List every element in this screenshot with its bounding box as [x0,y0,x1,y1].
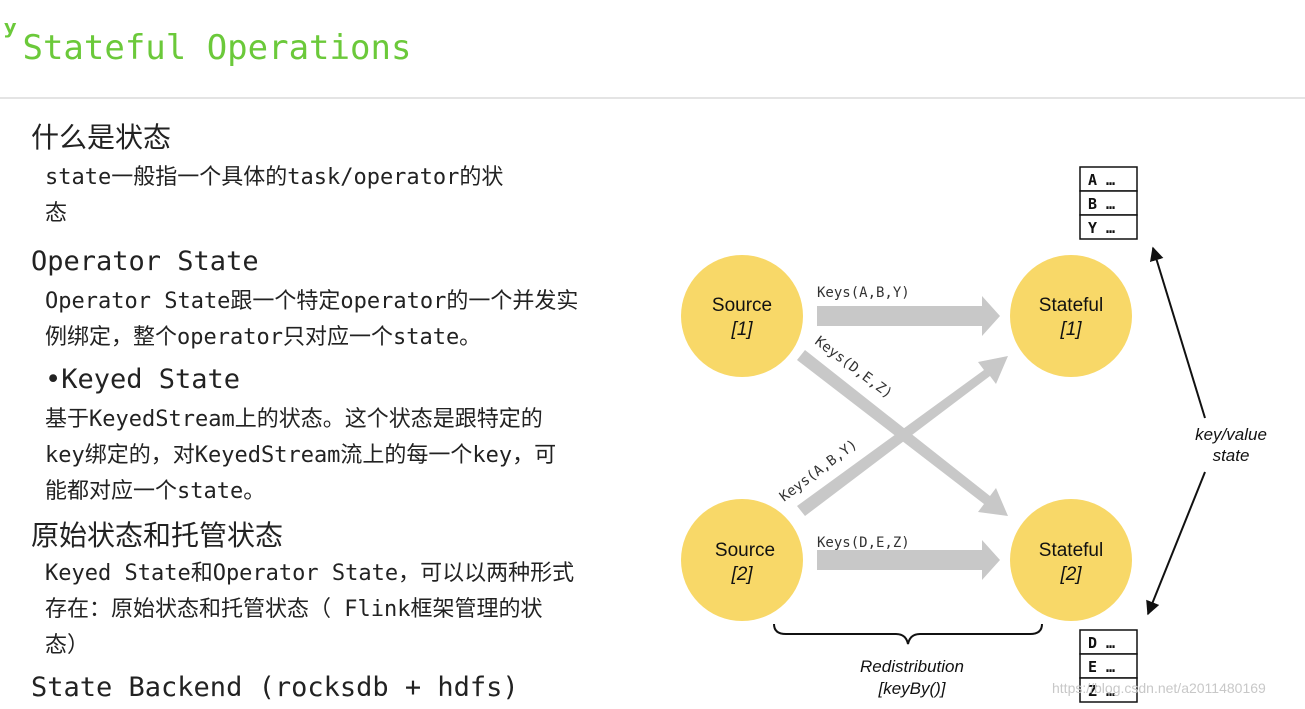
kv-state-label: key/value [1195,425,1267,444]
node-source-2: Source [2] [681,499,803,621]
state-table-top: A … B … Y … [1079,166,1138,240]
node-title: Stateful [1039,295,1103,316]
arrow-source2-stateful2 [817,540,1000,580]
state-cell: Z … [1088,682,1115,700]
node-stateful-2: Stateful [2] [1010,499,1132,621]
state-table-bottom: D … E … Z … [1079,629,1138,703]
heading-state-backend: State Backend (rocksdb + hdfs) [31,672,519,703]
title-text: Stateful Operations [22,28,412,68]
what-is-state-text: state一般指一个具体的task/operator的状 态 [45,160,503,232]
redistribution-brace [773,623,1043,645]
text-line: 例绑定，整个operator只对应一个state。 [45,325,482,350]
slide-title: ʸStateful Operations [0,14,412,68]
text-line: 存在：原始状态和托管状态（ Flink框架管理的状 [45,597,543,622]
keyed-state-text: 基于KeyedStream上的状态。这个状态是跟特定的 key绑定的，对Keye… [45,402,556,510]
node-subtitle: [2] [1059,564,1082,585]
heading-raw-managed-state: 原始状态和托管状态 [31,519,284,552]
node-subtitle: [2] [730,564,753,585]
redistribution-label: Redistribution [860,657,964,676]
text-line: Keyed State和Operator State，可以以两种形式 [45,561,575,586]
node-source-1: Source [1] [681,255,803,377]
title-divider [0,97,1305,99]
node-title: Stateful [1039,540,1103,561]
kv-state-label: state [1213,446,1250,465]
text-line: 态） [45,633,90,658]
state-cell: B … [1088,195,1115,213]
node-subtitle: [1] [730,319,753,340]
arrow-source1-stateful1 [817,296,1000,336]
arrow-source2-stateful1 [797,356,1008,516]
state-cell: A … [1088,171,1115,189]
text-line: state一般指一个具体的task/operator的状 [45,165,504,190]
node-stateful-1: Stateful [1] [1010,255,1132,377]
heading-operator-state: Operator State [31,246,259,277]
raw-managed-state-text: Keyed State和Operator State，可以以两种形式 存在：原始… [45,556,574,664]
kv-pointer-up-arrow [1149,246,1206,419]
heading-what-is-state: 什么是状态 [31,121,172,154]
edge-label-source1-stateful1: Keys(A,B,Y) [817,285,910,301]
text-line: key绑定的，对KeyedStream流上的每一个key，可 [45,443,557,468]
watermark: https://blog.csdn.net/a2011480169 [1052,680,1266,696]
state-cell: Y … [1088,219,1115,237]
kv-pointer-down-arrow [1146,471,1206,616]
text-line: 能都对应一个state。 [45,479,266,504]
text-line: 态 [45,201,68,226]
heading-keyed-state: •Keyed State [45,364,241,395]
flow-arrows [797,296,1008,580]
operator-state-text: Operator State跟一个特定operator的一个并发实 例绑定，整个… [45,284,578,356]
state-cell: E … [1088,658,1115,676]
edge-label-source2-stateful2: Keys(D,E,Z) [817,535,910,551]
redistribution-label: [keyBy()] [877,679,946,698]
node-title: Source [712,295,772,316]
node-subtitle: [1] [1059,319,1082,340]
node-title: Source [715,540,775,561]
text-line: 基于KeyedStream上的状态。这个状态是跟特定的 [45,407,543,432]
title-mark-icon: ʸ [0,14,21,54]
state-cell: D … [1088,634,1115,652]
text-line: Operator State跟一个特定operator的一个并发实 [45,289,579,314]
